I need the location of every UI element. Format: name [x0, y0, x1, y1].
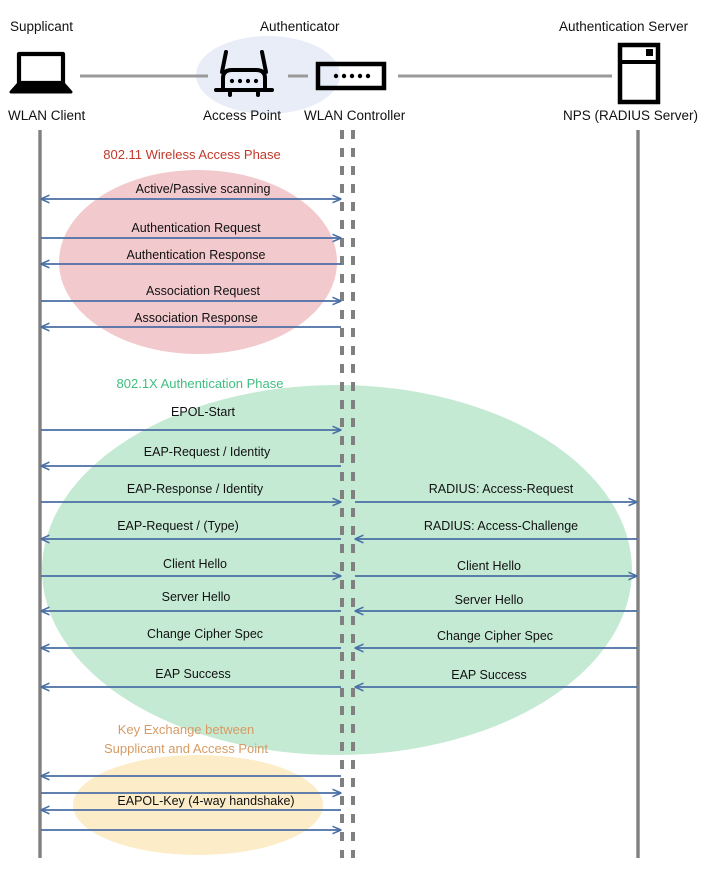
- phase-8021x-left-arrows: [41, 430, 341, 687]
- laptop-icon: [9, 51, 73, 94]
- message-label-eap-success-right: EAP Success: [451, 668, 527, 682]
- server-icon: [617, 42, 661, 105]
- phase-8021x-ellipse: [42, 385, 632, 755]
- message-label-change-cipher-spec-left: Change Cipher Spec: [146, 627, 264, 641]
- message-label-epol-start: EPOL-Start: [171, 405, 235, 419]
- phase-label-key-exchange-line2: Supplicant and Access Point: [103, 741, 269, 756]
- message-label-authentication-response: Authentication Response: [126, 248, 266, 262]
- node-label-wlan-client: WLAN Client: [8, 108, 86, 123]
- message-label-eapol-key: EAPOL-Key (4-way handshake): [117, 794, 295, 808]
- message-label-eap-request-type: EAP-Request / (Type): [117, 519, 239, 533]
- message-label-association-response: Association Response: [134, 311, 258, 325]
- wlan-controller-icon: [315, 61, 387, 91]
- phase-label-80211: 802.11 Wireless Access Phase: [103, 147, 281, 162]
- phase-label-8021x: 802.1X Authentication Phase: [116, 376, 284, 391]
- phase-label-key-exchange-line1: Key Exchange between: [117, 722, 255, 737]
- message-label-server-hello-right: Server Hello: [454, 593, 524, 607]
- message-label-radius-access-challenge: RADIUS: Access-Challenge: [423, 519, 579, 533]
- node-label-wlan-controller: WLAN Controller: [304, 108, 406, 123]
- message-label-association-request: Association Request: [146, 284, 260, 298]
- phase-80211-arrows: [41, 199, 341, 327]
- message-label-client-hello-left: Client Hello: [163, 557, 227, 571]
- message-label-radius-access-request: RADIUS: Access-Request: [428, 482, 574, 496]
- message-label-eap-success-left: EAP Success: [155, 667, 231, 681]
- message-label-change-cipher-spec-right: Change Cipher Spec: [436, 629, 554, 643]
- role-title-supplicant: Supplicant: [10, 19, 74, 34]
- node-label-access-point: Access Point: [203, 108, 282, 123]
- node-label-nps-radius-server: NPS (RADIUS Server): [563, 108, 699, 123]
- phase-80211-ellipse: [59, 170, 337, 354]
- phase-8021x-right-arrows: [355, 502, 637, 687]
- access-point-leds: [229, 78, 259, 84]
- access-point-icon: [214, 50, 274, 97]
- role-title-authenticator: Authenticator: [260, 19, 340, 34]
- message-label-eap-response-identity: EAP-Response / Identity: [126, 482, 264, 496]
- message-label-server-hello-left: Server Hello: [161, 590, 231, 604]
- role-title-auth-server: Authentication Server: [559, 19, 689, 34]
- message-label-active-passive-scanning: Active/Passive scanning: [135, 182, 271, 196]
- phase-key-exchange-arrows: [41, 776, 341, 830]
- message-label-eap-request-identity: EAP-Request / Identity: [143, 445, 271, 459]
- message-label-client-hello-right: Client Hello: [457, 559, 521, 573]
- message-label-authentication-request: Authentication Request: [131, 221, 261, 235]
